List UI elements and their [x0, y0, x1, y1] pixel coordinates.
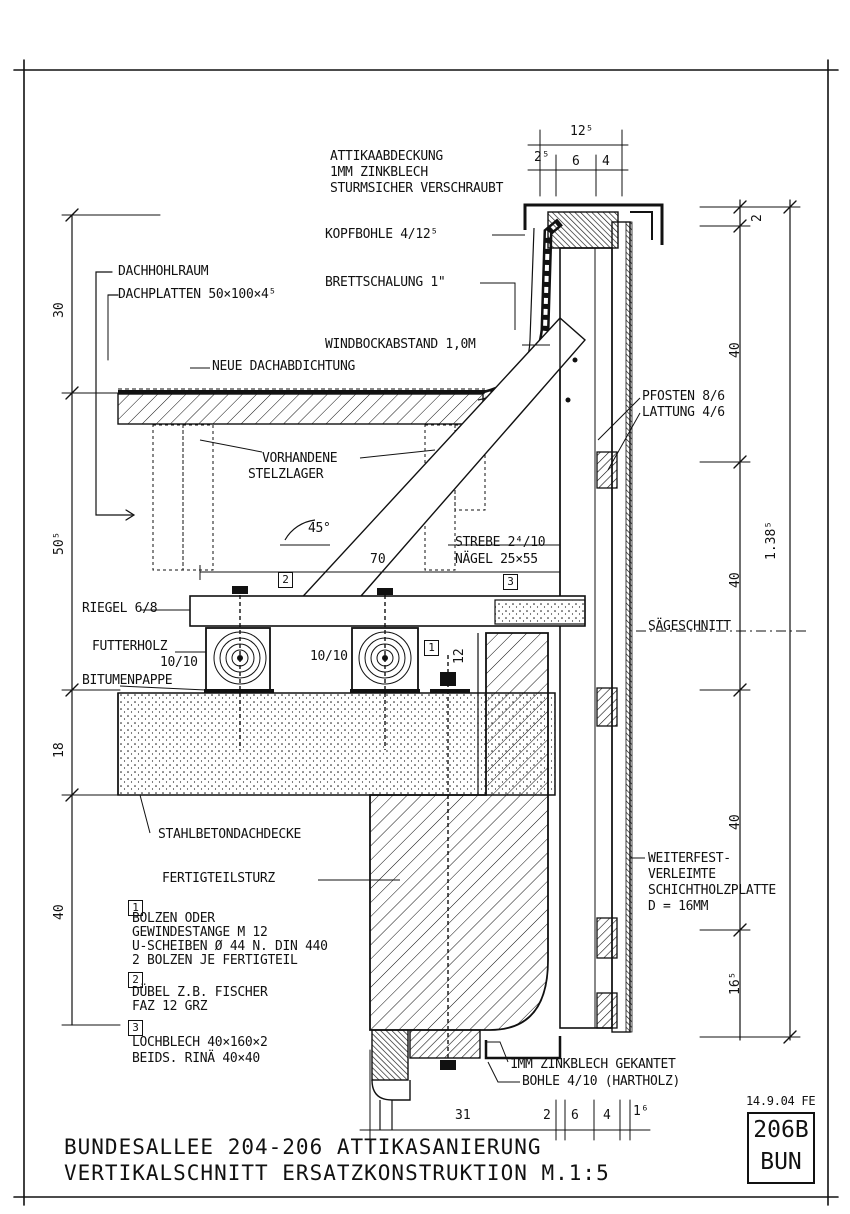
note-3-line-2: BEIDS. RiNä 40×40 — [132, 1051, 260, 1066]
dim-right-40b: 40 — [728, 572, 743, 588]
dim-top-6: 6 — [572, 154, 580, 169]
dim-bot-4: 4 — [603, 1108, 611, 1123]
stamp-line-2: BUN — [760, 1149, 802, 1175]
futterholz-label-1: FUTTERHOLZ — [92, 639, 168, 654]
attika-label-2: 1MM ZINKBLECH — [330, 165, 428, 180]
attika-label-3: STURMSICHER VERSCHRAUBT — [330, 181, 504, 196]
kopfbohle-label: KOPFBOHLE 4/12⁵ — [325, 227, 438, 242]
vorhandene-label-1: VORHANDENE — [262, 451, 338, 466]
neue-dachabdichtung-label: NEUE DACHABDICHTUNG — [212, 359, 356, 374]
note-2-line-2: FAZ 12 grz — [132, 999, 208, 1014]
fertigteilsturz-label: FERTIGTEILSTURZ — [162, 871, 275, 886]
note-3-number: 3 — [128, 1020, 143, 1036]
dim-right-165: 16⁵ — [728, 971, 743, 995]
dim-right-138: 1.38⁵ — [764, 520, 779, 560]
lattung-label: LATTUNG 4/6 — [642, 405, 725, 420]
dim-mid-12: 12 — [452, 648, 467, 664]
vorhandene-label-2: STELZLAGER — [248, 467, 324, 482]
note-1-line-4: 2 BOLZEN JE FERTIGTEIL — [132, 953, 298, 968]
dim-right-2: 2 — [750, 214, 765, 222]
bohle-hartholz-label: BOHLE 4/10 (HARTHOLZ) — [522, 1074, 681, 1089]
weiter-label-3: SCHICHTHOLZPLATTE — [648, 883, 776, 898]
riegel-label: RIEGEL 6/8 — [82, 601, 158, 616]
note-3-line-1: LOCHBLECH 40×160×2 — [132, 1035, 268, 1050]
brettschalung-label: BRETTSCHALUNG 1" — [325, 275, 446, 290]
strebe-label: STREBE 2⁴/10 — [455, 535, 546, 550]
note-1-number: 1 — [128, 900, 143, 916]
stahlbeton-label: STAHLBETONDACHDECKE — [158, 827, 302, 842]
dim-bot-6: 6 — [571, 1108, 579, 1123]
bitumenpappe-label: BITUMENPAPPE — [82, 673, 173, 688]
note-1-line-2: GEWINDESTANGE M 12 — [132, 925, 268, 940]
attika-label-1: ATTIKAABDECKUNG — [330, 149, 443, 164]
dachhohlraum-label: DACHHOHLRAUM — [118, 264, 209, 279]
marker-1: 1 — [424, 640, 439, 656]
pfosten-label: PFOSTEN 8/6 — [642, 389, 725, 404]
dim-top-125: 12⁵ — [570, 124, 594, 139]
dim-right-40c: 40 — [728, 814, 743, 830]
mid-1010-label: 10/10 — [310, 649, 348, 664]
weiter-label-4: D = 16MM — [648, 899, 709, 914]
dim-left-505: 50⁵ — [52, 531, 67, 555]
marker-2: 2 — [278, 572, 293, 588]
dim-bot-16: 1⁶ — [633, 1104, 649, 1119]
weiter-label-1: WEITERFEST- — [648, 851, 731, 866]
dim-top-4: 4 — [602, 154, 610, 169]
dim-left-30: 30 — [52, 302, 67, 318]
dim-bot-31: 31 — [455, 1108, 471, 1123]
futterholz-label-2: 10/10 — [160, 655, 198, 670]
note-2-line-1: DÜBEL z.B. FISCHER — [132, 985, 268, 1000]
dachplatten-label: DACHPLATTEN 50×100×4⁵ — [118, 287, 277, 302]
zinkblech-gekantet-label: 1MM ZINKBLECH GEKANTET — [510, 1057, 676, 1072]
note-2-number: 2 — [128, 972, 143, 988]
angle-label: 45° — [308, 521, 331, 536]
naegel-label: NÄGEL 25×55 — [455, 552, 538, 567]
dim-right-40a: 40 — [728, 342, 743, 358]
weiter-label-2: VERLEIMTE — [648, 867, 716, 882]
dim-top-25: 2⁵ — [534, 150, 550, 165]
windbock-label: WINDBOCKABSTAND 1,0M — [325, 337, 476, 352]
title-line-2: VERTIKALSCHNITT ERSATZKONSTRUKTION M.1:5 — [64, 1161, 610, 1185]
marker-3: 3 — [503, 574, 518, 590]
note-1-line-1: BOLZEN ODER — [132, 911, 215, 926]
dim-left-18: 18 — [52, 742, 67, 758]
dim-mid-70: 70 — [370, 552, 386, 567]
stamp-line-1: 206B — [753, 1117, 809, 1143]
note-1-line-3: U-SCHEIBEN Ø 44 N. DIN 440 — [132, 939, 328, 954]
saegeschnitt-label: SÄGESCHNITT — [648, 619, 731, 634]
dim-bot-2: 2 — [543, 1108, 551, 1123]
drawing-number-stamp: 206B BUN — [747, 1112, 815, 1184]
dim-left-40: 40 — [52, 904, 67, 920]
date-label: 14.9.04 FE — [746, 1094, 816, 1108]
title-line-1: BUNDESALLEE 204-206 ATTIKASANIERUNG — [64, 1135, 542, 1159]
